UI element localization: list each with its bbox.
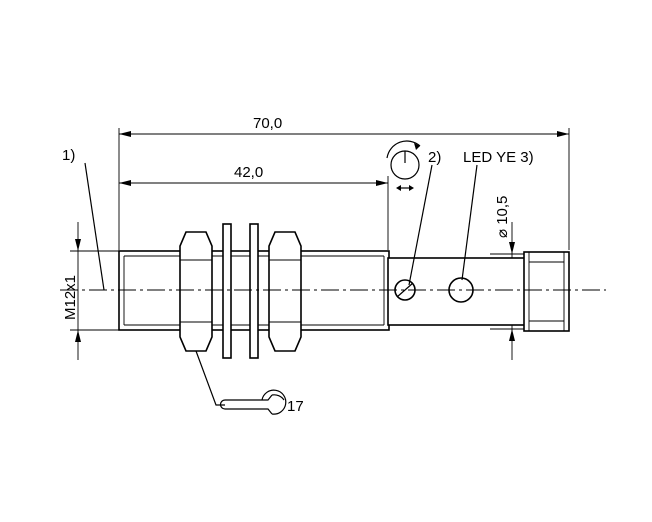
- dimension-thread-length: 42,0: [119, 164, 389, 250]
- callout-2: 2): [386, 140, 441, 286]
- overall-length-label: 70,0: [253, 115, 282, 132]
- hex-nut-left: [179, 231, 213, 352]
- hex-nut-right: [268, 231, 302, 352]
- thread-size-label: M12x1: [62, 275, 79, 320]
- washer-left: [222, 223, 232, 359]
- dimension-overall-length: 70,0: [118, 115, 570, 250]
- wrench-icon: [219, 389, 287, 415]
- note-2-label: 2): [428, 149, 441, 166]
- washer-right: [249, 223, 259, 359]
- callout-3: LED YE 3): [461, 149, 534, 281]
- housing-diameter-label: ⌀ 10,5: [494, 196, 511, 238]
- callout-1: 1): [62, 147, 105, 291]
- dimension-housing-diameter: ⌀ 10,5: [490, 196, 528, 360]
- dimension-thread-size: M12x1: [62, 222, 120, 360]
- thread-length-label: 42,0: [234, 164, 263, 181]
- connector-m12: [523, 251, 570, 332]
- potentiometer-adjust-icon: [386, 140, 421, 191]
- wrench-size-label: 17: [287, 398, 304, 415]
- note-1-label: 1): [62, 147, 75, 164]
- note-3-label: LED YE 3): [463, 149, 534, 166]
- callout-wrench-size: 17: [195, 350, 304, 415]
